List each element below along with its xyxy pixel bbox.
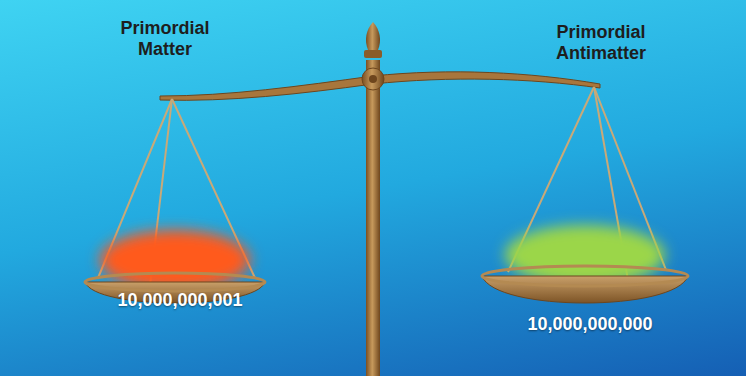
matter-blob — [100, 230, 250, 290]
pan-heading: Primordial Matter — [100, 18, 230, 60]
beam-pivot — [362, 68, 384, 90]
left-pan-rim — [85, 273, 265, 291]
right-pan-rim — [482, 266, 688, 286]
finial-base — [364, 50, 382, 58]
pan-heading: Primordial Antimatter — [536, 22, 666, 64]
right-pan — [482, 276, 688, 303]
pivot-pin — [369, 75, 377, 83]
count-number: 10,000,000,001 — [117, 290, 242, 310]
scale-pole — [366, 60, 380, 376]
finial — [366, 22, 380, 50]
count-number: 10,000,000,000 — [527, 314, 652, 334]
